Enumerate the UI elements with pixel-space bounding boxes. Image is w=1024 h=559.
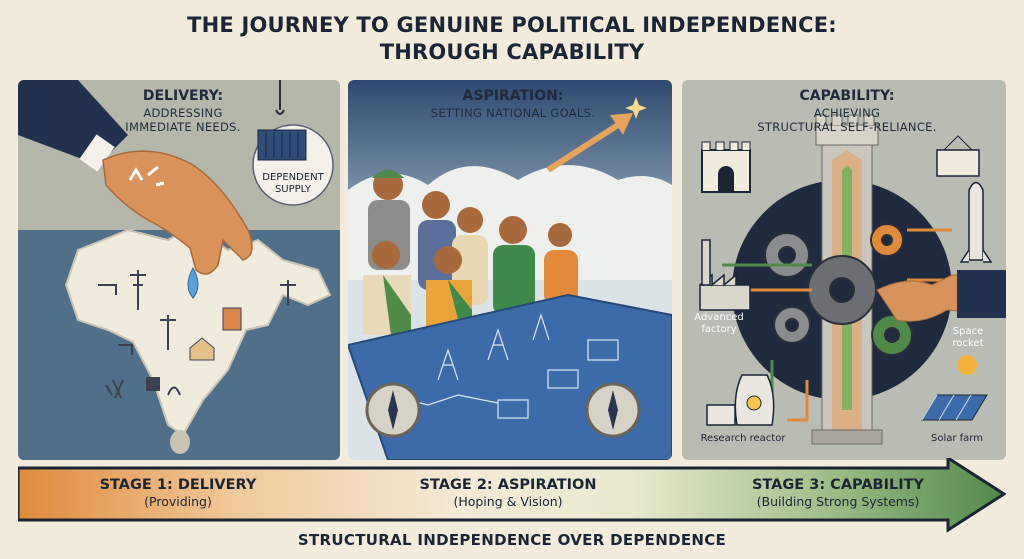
pylon-icon [130, 270, 146, 310]
sun-icon [957, 355, 977, 375]
stage-2-title: STAGE 2: ASPIRATION [419, 477, 597, 493]
utensils-icon [105, 379, 124, 399]
grid-icon [146, 377, 160, 391]
stage-3-desc: (Building Strong Systems) [756, 494, 920, 509]
rising-arrow-icon [546, 122, 620, 173]
main-title-line1: THE JOURNEY TO GENUINE POLITICAL INDEPEN… [187, 13, 837, 37]
delivery-subtitle-line2: IMMEDIATE NEEDS. [125, 120, 241, 134]
stage-1: STAGE 1: DELIVERY (Providing) [58, 476, 298, 510]
reactor-label: Research reactor [700, 433, 786, 444]
gear-icon-2 [764, 232, 810, 278]
stage-arrow-shape [18, 458, 1006, 533]
tools-emblem-icon [128, 165, 165, 187]
pole-icon [160, 315, 176, 350]
rocket-icon [959, 181, 993, 263]
water-drop-icon [187, 266, 199, 299]
aspiration-title: ASPIRATION: [462, 88, 564, 104]
gear-icon-3 [871, 314, 913, 356]
stage-3-title: STAGE 3: CAPABILITY [751, 477, 925, 493]
stage-1-desc: (Providing) [144, 494, 212, 509]
capability-subtitle: ACHIEVING STRUCTURAL SELF-RELIANCE. [727, 106, 967, 134]
stage-progress-arrow: STAGE 1: DELIVERY (Providing) STAGE 2: A… [18, 458, 1006, 540]
citizens-group-icon [363, 170, 578, 335]
capability-panel: CAPABILITY: ACHIEVING STRUCTURAL SELF-RE… [682, 80, 1006, 460]
building-icon [222, 307, 242, 331]
delivery-illustration [18, 80, 340, 460]
delivery-subtitle-line1: ADDRESSING [143, 106, 223, 120]
stage-1-title: STAGE 1: DELIVERY [99, 477, 257, 493]
factory-label-line1: Advanced [694, 312, 744, 323]
delivery-title: DELIVERY: [142, 88, 224, 104]
windmill-icon [280, 280, 296, 305]
main-title-line2: THROUGH CAPABILITY [379, 40, 645, 64]
tap-icon [98, 284, 117, 295]
factory-icon [699, 239, 751, 311]
radiation-icon [746, 395, 762, 411]
wheat-icon [167, 386, 181, 396]
rocket-label-line1: Space [952, 326, 984, 337]
stage-2: STAGE 2: ASPIRATION (Hoping & Vision) [373, 476, 643, 510]
star-icon [625, 97, 647, 119]
dependent-supply-line1: DEPENDENT [262, 172, 324, 183]
capability-subtitle-line1: ACHIEVING [813, 106, 881, 120]
gear-icon-5 [870, 223, 904, 257]
suit-sleeve-right [957, 270, 1006, 318]
stage-3: STAGE 3: CAPABILITY (Building Strong Sys… [718, 476, 958, 510]
factory-label: Advanced factory [684, 312, 754, 336]
dependent-supply-line2: SUPPLY [274, 184, 312, 195]
crane-hook-icon [275, 109, 285, 115]
compass-icon [365, 382, 421, 438]
solar-panel-icon [921, 394, 988, 421]
factory-label-line2: factory [701, 324, 737, 335]
container-icon [936, 149, 980, 177]
gear-icon-4 [773, 306, 811, 344]
gear-icon [807, 255, 877, 325]
dependent-supply-label: DEPENDENT SUPPLY [253, 172, 333, 196]
footer-caption: STRUCTURAL INDEPENDENCE OVER DEPENDENCE [297, 531, 727, 549]
delivery-panel: DELIVERY: ADDRESSING IMMEDIATE NEEDS. DE… [18, 80, 340, 460]
hand-icon [102, 150, 253, 275]
compass-icon-2 [585, 382, 641, 438]
aspiration-subtitle: SETTING NATIONAL GOALS. [430, 106, 596, 120]
aspiration-panel: ASPIRATION: SETTING NATIONAL GOALS. [348, 80, 672, 460]
main-title: THE JOURNEY TO GENUINE POLITICAL INDEPEN… [0, 12, 1024, 66]
capability-title: CAPABILITY: [799, 88, 895, 104]
rocket-label: Space rocket [938, 326, 998, 350]
house-icon [189, 337, 215, 361]
stage-2-desc: (Hoping & Vision) [453, 494, 563, 509]
tap-icon-2 [118, 344, 133, 355]
solar-label: Solar farm [931, 433, 983, 444]
delivery-subtitle: ADDRESSING IMMEDIATE NEEDS. [108, 106, 258, 134]
island-shape [170, 430, 190, 454]
shirt-cuff [79, 134, 115, 172]
capability-subtitle-line2: STRUCTURAL SELF-RELIANCE. [757, 120, 937, 134]
capability-illustration [699, 114, 1006, 445]
rocket-label-line2: rocket [952, 338, 984, 349]
reactor-icon [706, 374, 775, 426]
aspiration-illustration [348, 80, 672, 460]
